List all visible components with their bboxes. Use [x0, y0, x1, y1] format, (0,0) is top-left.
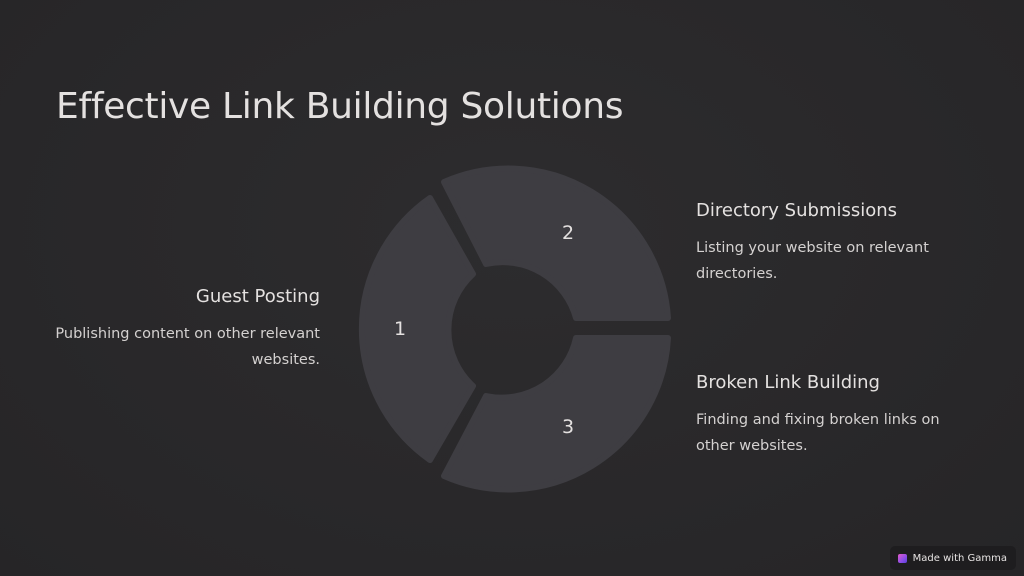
guest-posting-title: Guest Posting	[195, 286, 320, 307]
broken-link-building-description: Finding and fixing broken links on other…	[696, 412, 940, 454]
segment-2-number: 2	[561, 222, 575, 244]
slide-title: Effective Link Building Solutions	[56, 86, 624, 127]
ring-segment-3	[441, 335, 671, 493]
ring-segment-1	[358, 195, 476, 463]
directory-submissions-title: Directory Submissions	[696, 200, 898, 221]
broken-link-building-title: Broken Link Building	[696, 372, 880, 393]
segment-1-number: 1	[393, 318, 407, 340]
guest-posting-description: Publishing content on other relevant web…	[55, 326, 320, 368]
segment-3-number: 3	[561, 416, 575, 438]
made-with-gamma-badge[interactable]: Made with Gamma	[889, 546, 1016, 570]
directory-submissions-description: Listing your website on relevant directo…	[696, 240, 929, 282]
badge-label: Made with Gamma	[912, 552, 1007, 564]
gamma-logo-icon	[897, 553, 907, 563]
ring-segment-2	[441, 165, 671, 321]
